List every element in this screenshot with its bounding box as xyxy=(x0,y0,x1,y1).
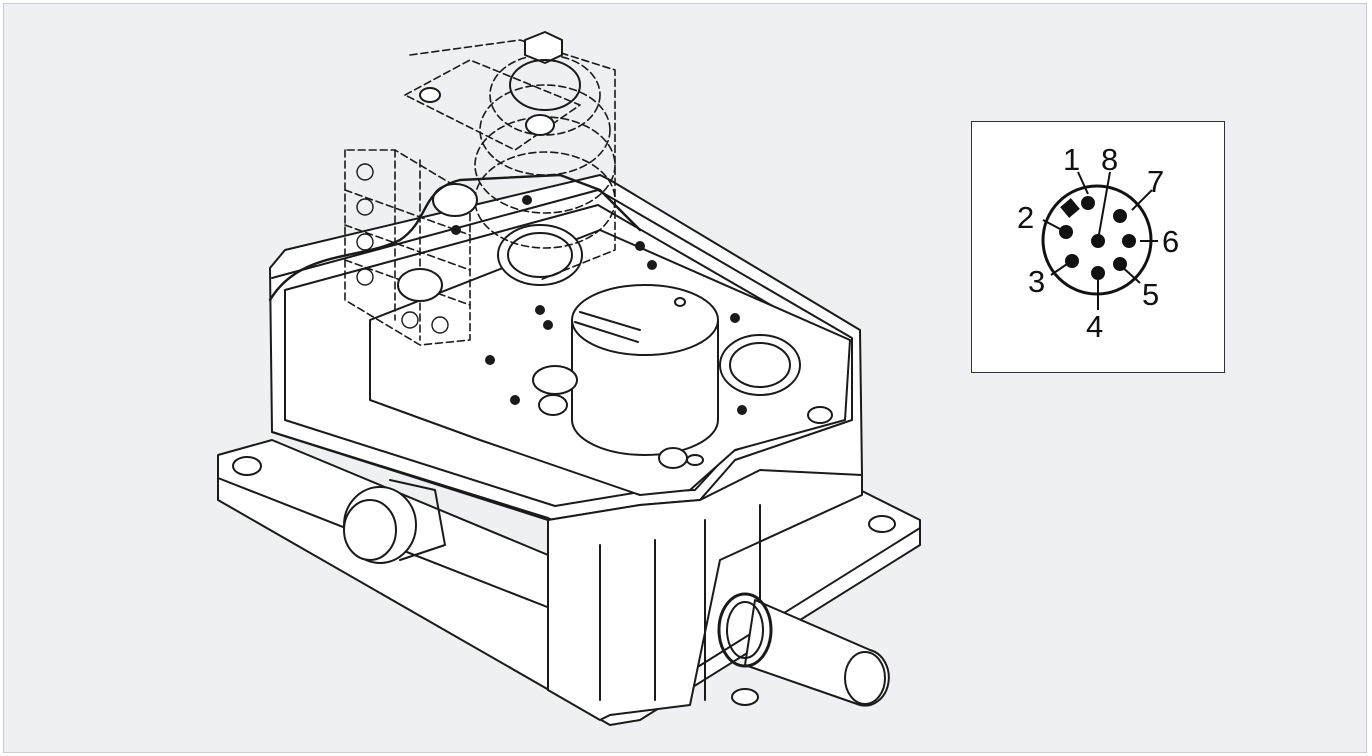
pin-label-6: 6 xyxy=(1162,224,1179,259)
pin-label-7: 7 xyxy=(1147,164,1164,199)
pin-label-3: 3 xyxy=(1028,264,1045,299)
pin-1 xyxy=(1081,196,1095,210)
pin-7 xyxy=(1113,209,1127,223)
pin-2 xyxy=(1059,225,1073,239)
pin-3 xyxy=(1065,254,1079,268)
position-indicator xyxy=(571,319,719,456)
pin-6 xyxy=(1122,234,1136,248)
shaft-seal xyxy=(717,592,773,668)
pin-4 xyxy=(1091,266,1105,280)
cover-ring xyxy=(719,334,801,396)
pin-label-5: 5 xyxy=(1142,277,1159,312)
pin-label-2: 2 xyxy=(1017,200,1034,235)
pin-label-1: 1 xyxy=(1063,142,1080,177)
pin-label-4: 4 xyxy=(1086,309,1103,344)
pin-5 xyxy=(1113,257,1127,271)
hex-nut xyxy=(524,31,563,64)
mounting-hole-left xyxy=(232,456,262,476)
mounting-hole-rear xyxy=(731,688,759,706)
wire xyxy=(268,173,642,302)
shaft-end xyxy=(844,651,886,705)
mounting-hole-right xyxy=(868,515,896,533)
gland-ring xyxy=(497,224,583,286)
connector-key xyxy=(1060,198,1080,218)
pin-label-8: 8 xyxy=(1101,142,1118,177)
pin-8 xyxy=(1091,234,1105,248)
